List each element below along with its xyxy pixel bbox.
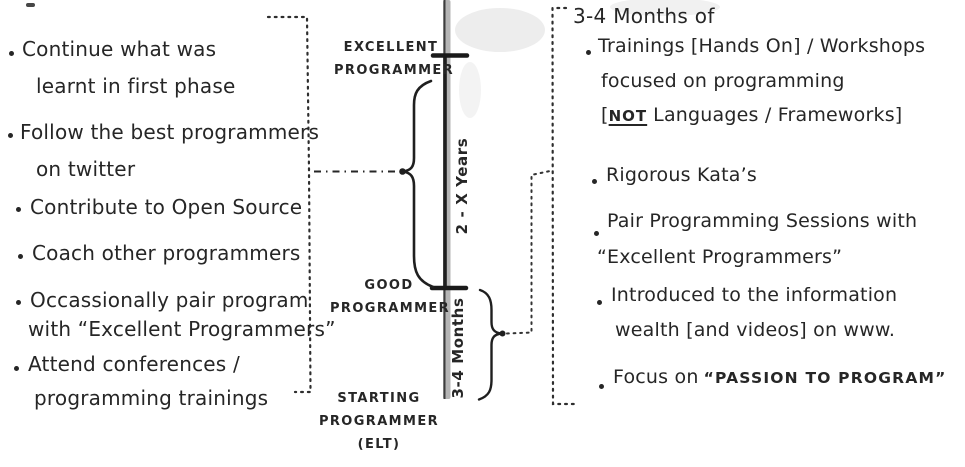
left-item-3-line-1: Contribute to Open Source [30, 195, 303, 219]
bullet-dot [9, 51, 14, 56]
right-item-4-line-2: wealth [and videos] on www. [615, 319, 896, 341]
bullet-dot [16, 300, 21, 305]
eraser-smudge [459, 62, 481, 118]
bullet-dot [594, 231, 599, 236]
starting-programmer-label-line-2: PROGRAMMER [318, 414, 440, 429]
passion-to-program-quote: “PASSION TO PROGRAM” [703, 369, 947, 387]
left-item-6-line-2: programming trainings [34, 386, 269, 410]
bullet-dot [599, 384, 604, 389]
lower-span-brace [477, 288, 502, 401]
right-connector-line [506, 170, 551, 335]
upper-span-brace [403, 79, 435, 289]
excellent-programmer-label-line-1: EXCELLENT [343, 40, 439, 55]
lower-span-duration-label: 3-4 Months [449, 297, 467, 399]
upper-span-duration-label: 2 - X Years [453, 137, 471, 235]
right-list-heading: 3-4 Months of [573, 4, 715, 28]
excellent-programmer-label-line-2: PROGRAMMER [334, 63, 455, 78]
right-item-2-line-1: Rigorous Kata’s [606, 164, 757, 186]
right-item-3-line-1: Pair Programming Sessions with [607, 210, 918, 232]
stray-ink-mark [26, 3, 35, 7]
left-item-5-line-2: with “Excellent Programmers” [28, 317, 336, 341]
focus-on-text: Focus on [613, 366, 699, 388]
good-programmer-label-line-2: PROGRAMMER [330, 301, 451, 316]
left-item-2-line-2: on twitter [36, 157, 136, 181]
good-programmer-label-line-1: GOOD [364, 278, 414, 293]
right-item-1-line-3: [NOT Languages / Frameworks] [601, 104, 903, 127]
right-item-1-line-2: focused on programming [601, 70, 845, 92]
right-item-3-line-2: “Excellent Programmers” [597, 246, 843, 268]
left-item-2-line-1: Follow the best programmers [20, 120, 320, 144]
right-item-4-line-1: Introduced to the information [611, 284, 898, 306]
left-item-1-line-2: learnt in first phase [36, 74, 236, 98]
bullet-dot [8, 133, 13, 138]
bullet-dot [597, 300, 602, 305]
not-emphasis: NOT [608, 107, 648, 125]
left-item-4-line-1: Coach other programmers [32, 241, 301, 265]
bullet-dot [16, 207, 21, 212]
right-item-5-line-1: Focus on“PASSION TO PROGRAM” [613, 366, 947, 389]
languages-frameworks-text: Languages / Frameworks] [653, 104, 903, 126]
starting-programmer-label-line-1: STARTING [337, 391, 421, 406]
left-item-1-line-1: Continue what was [22, 37, 217, 61]
right-list-bracket [551, 6, 576, 406]
bullet-dot [14, 366, 19, 371]
upper-brace-anchor-dot [399, 168, 406, 175]
left-item-5-line-1: Occassionally pair program [30, 288, 309, 312]
bullet-dot [592, 179, 597, 184]
eraser-smudge [455, 8, 545, 52]
starting-programmer-label-line-3: (ELT) [357, 437, 401, 452]
bullet-dot [18, 254, 23, 259]
lower-brace-anchor-dot [499, 330, 506, 337]
bullet-dot [586, 50, 591, 55]
bracket-open-char: [ [601, 104, 609, 126]
right-item-1-line-1: Trainings [Hands On] / Workshops [598, 35, 926, 57]
left-item-6-line-1: Attend conferences / [28, 352, 240, 376]
